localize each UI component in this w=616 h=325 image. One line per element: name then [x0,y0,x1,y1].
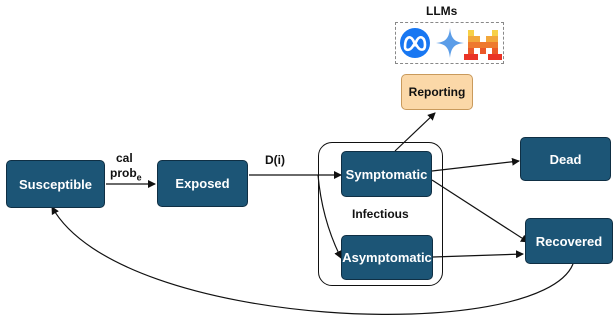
edge-asymptomatic-recovered [432,250,524,259]
node-reporting[interactable]: Reporting [401,74,473,110]
meta-logo-icon [400,28,430,58]
edge-label-transmission-line1: cal [116,151,133,165]
edge-label-subscript: e [136,172,142,183]
edge-recovered-susceptible [51,206,574,315]
infectious-group [318,142,443,286]
edge-symptomatic-recovered [431,179,529,243]
node-exposed[interactable]: Exposed [157,160,248,207]
edge-label-progression: D(i) [265,153,285,167]
mistral-logo-icon [464,30,502,60]
edge-symptomatic-reporting [394,112,436,152]
llm-logos-box [395,22,504,64]
edge-symptomatic-dead [431,157,520,172]
edge-label-transmission-line2: probe [110,166,142,182]
llms-title: LLMs [426,4,458,18]
node-symptomatic[interactable]: Symptomatic [341,151,432,197]
node-dead[interactable]: Dead [520,137,611,181]
edge-label-prob: prob [110,166,137,180]
node-susceptible[interactable]: Susceptible [6,160,105,208]
node-recovered[interactable]: Recovered [525,218,613,264]
node-asymptomatic[interactable]: Asymptomatic [341,235,433,280]
gemini-sparkle-icon [436,28,464,58]
infectious-label: Infectious [352,207,409,221]
